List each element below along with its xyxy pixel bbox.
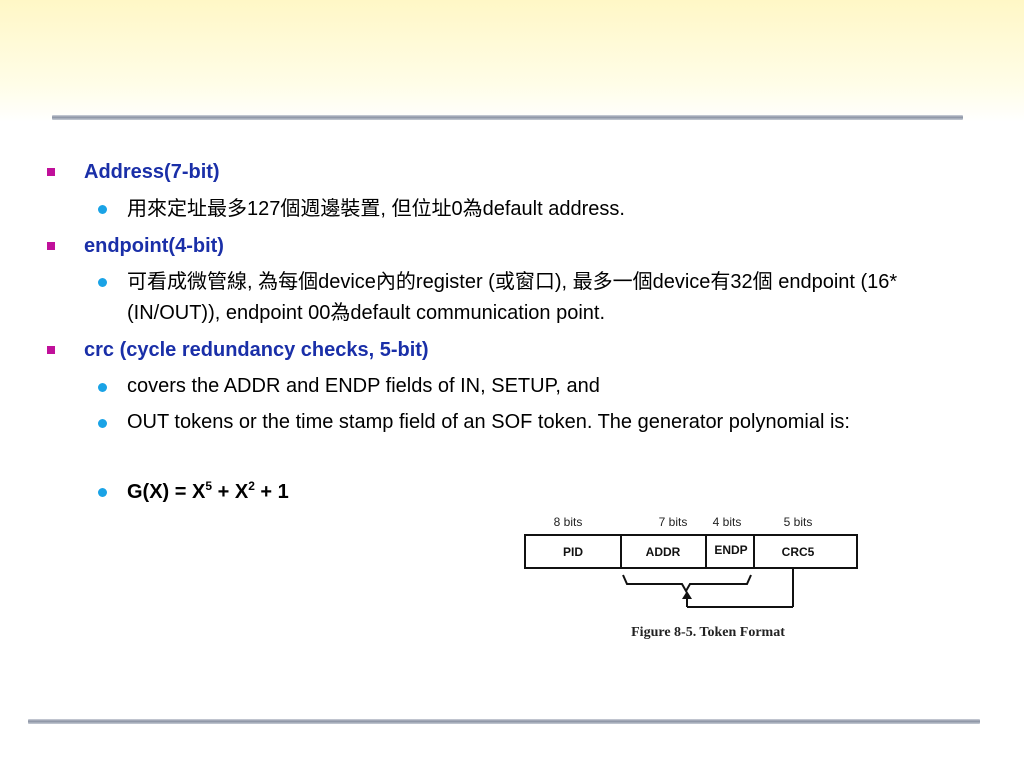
round-bullet-icon [98, 488, 107, 497]
header-band [0, 0, 1024, 122]
round-bullet-icon [98, 278, 107, 287]
round-bullet-icon [98, 383, 107, 392]
bits-label-endp: 4 bits [713, 515, 742, 529]
bits-label-addr: 7 bits [659, 515, 688, 529]
arrow-up-icon [682, 591, 692, 599]
footer-divider [28, 719, 980, 724]
round-bullet-icon [98, 419, 107, 428]
square-bullet-icon [47, 346, 55, 354]
formula-lhs: G(X) = X [127, 481, 206, 503]
figure-caption: Figure 8-5. Token Format [631, 625, 785, 640]
bits-label-pid: 8 bits [554, 515, 583, 529]
field-pid: PID [563, 545, 583, 559]
header-divider [52, 115, 963, 120]
square-bullet-icon [47, 242, 55, 250]
token-frame [524, 534, 858, 569]
field-endp: ENDP [714, 543, 747, 557]
square-bullet-icon [47, 168, 55, 176]
formula-tail: + 1 [254, 481, 289, 503]
formula-exponent-5: 5 [205, 479, 213, 493]
bullet-heading-address: Address(7-bit) [84, 161, 220, 183]
sub-bullet-address-desc: 用來定址最多127個週邊裝置, 但位址0為default address. [127, 198, 625, 220]
coverage-brace [622, 574, 752, 594]
token-format-diagram: 8 bits 7 bits 4 bits 5 bits PID ADDR END… [515, 507, 875, 647]
sub-bullet-endpoint-desc: 可看成微管線, 為每個device內的register (或窗口), 最多一個d… [127, 271, 898, 324]
field-addr: ADDR [646, 545, 681, 559]
formula-mid: + X [212, 481, 249, 503]
sub-bullet-crc-covers: covers the ADDR and ENDP fields of IN, S… [127, 375, 600, 397]
formula-text: G(X) = X5 + X2 + 1 [127, 477, 289, 508]
sub-bullet-crc-polynomial: OUT tokens or the time stamp field of an… [127, 411, 850, 433]
bullet-heading-endpoint: endpoint(4-bit) [84, 235, 224, 257]
field-crc5: CRC5 [782, 545, 815, 559]
bits-label-crc5: 5 bits [784, 515, 813, 529]
round-bullet-icon [98, 205, 107, 214]
formula-exponent-2: 2 [248, 479, 255, 493]
bullet-heading-crc: crc (cycle redundancy checks, 5-bit) [84, 339, 429, 361]
